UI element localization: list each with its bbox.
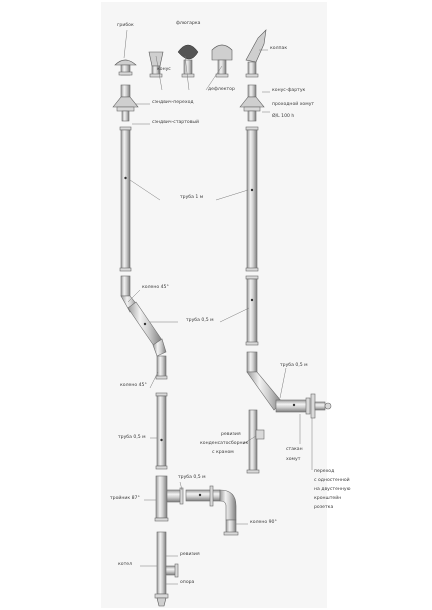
label-rosette: розетка [314,505,334,510]
label-elbow-45-upper: колено 45° [142,285,169,290]
label-hood: колпак [270,46,288,51]
right-chimney-icon [239,84,332,474]
label-pipe-short: труба 0,5 м [178,475,206,480]
label-pipe-1m: труба 1 м [180,195,204,200]
label-wall-cleanout: ревизия [221,432,241,437]
cap-hood-icon [245,29,267,78]
leader-lines [123,29,313,585]
label-pipe-05m-lower: труба 0,5 м [118,435,146,440]
cap-cone-icon [148,51,164,78]
label-pipe-05m: труба 0,5 м [186,318,214,323]
label-bracket: кронштейн [314,496,342,501]
label-pass-clamp-size: Ø/L 100 h [272,114,295,119]
label-transition: переход [314,469,335,474]
label-sandwich-transition: сэндвич-переход [152,100,194,105]
label-with-tap: с краном [212,450,234,455]
label-boiler: котел [118,562,133,567]
label-sleeve: стакан [286,447,303,452]
label-right-pipe: труба 0,5 м [280,363,308,368]
label-double-wall: на двустенную [314,487,351,492]
diagram-panel [101,2,327,608]
label-cleanout: ревизия [180,552,200,557]
label-deflector: дефлектор [208,87,235,92]
label-sandwich-start: сэндвич-стартовый [152,120,200,125]
label-condensate: конденсатосборник [200,441,249,446]
left-chimney-icon [112,84,239,607]
label-single-wall: с одностенной [314,478,350,483]
label-clamp: хомут [286,457,301,462]
label-support: опора [180,580,195,585]
label-weathervane: флюгарка [176,21,201,26]
cap-weathervane-icon [177,44,199,78]
label-tee-87: тройник 87° [110,496,140,501]
cap-deflector-icon [211,44,233,78]
label-cone: конус [157,67,171,72]
label-elbow-90: колено 90° [250,520,277,525]
label-cone-apron: конус-фартук [272,88,306,93]
label-mushroom: грибок [117,23,134,28]
cap-mushroom-icon [114,59,137,76]
label-pass-clamp: проходной хомут [272,102,315,107]
label-elbow-45-lower: колено 45° [120,383,147,388]
